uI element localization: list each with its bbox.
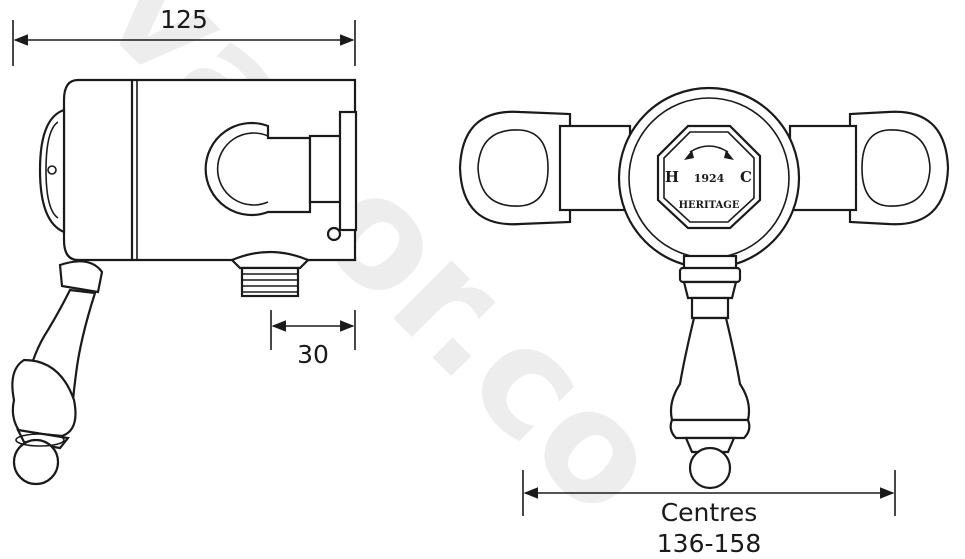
left-union: [458, 110, 572, 226]
outlet-nut: [230, 250, 310, 270]
inlet-elbow: [204, 121, 312, 217]
year-label: 1924: [694, 172, 725, 185]
lever-handle-front: [669, 254, 751, 490]
centres-label: Centres: [661, 498, 758, 527]
depth-dimension-label: 125: [160, 5, 208, 34]
right-union: [848, 110, 950, 226]
outlet-dimension-label: 30: [297, 340, 329, 369]
front-view: H C 1924 HERITAGE Centres 136-158: [458, 86, 950, 558]
depth-dimension: 125: [12, 5, 356, 66]
lever-handle-side: [11, 260, 104, 486]
outlet-dimension: 30: [270, 310, 356, 369]
brand-label: HERITAGE: [679, 200, 740, 211]
hot-label: H: [665, 168, 679, 186]
dial-edge: [38, 108, 66, 234]
octagon-knob: [656, 124, 762, 230]
centres-range: 136-158: [657, 529, 761, 558]
cold-label: C: [740, 168, 752, 186]
centres-dimension: Centres 136-158: [522, 470, 896, 558]
side-view: 125: [11, 5, 358, 486]
